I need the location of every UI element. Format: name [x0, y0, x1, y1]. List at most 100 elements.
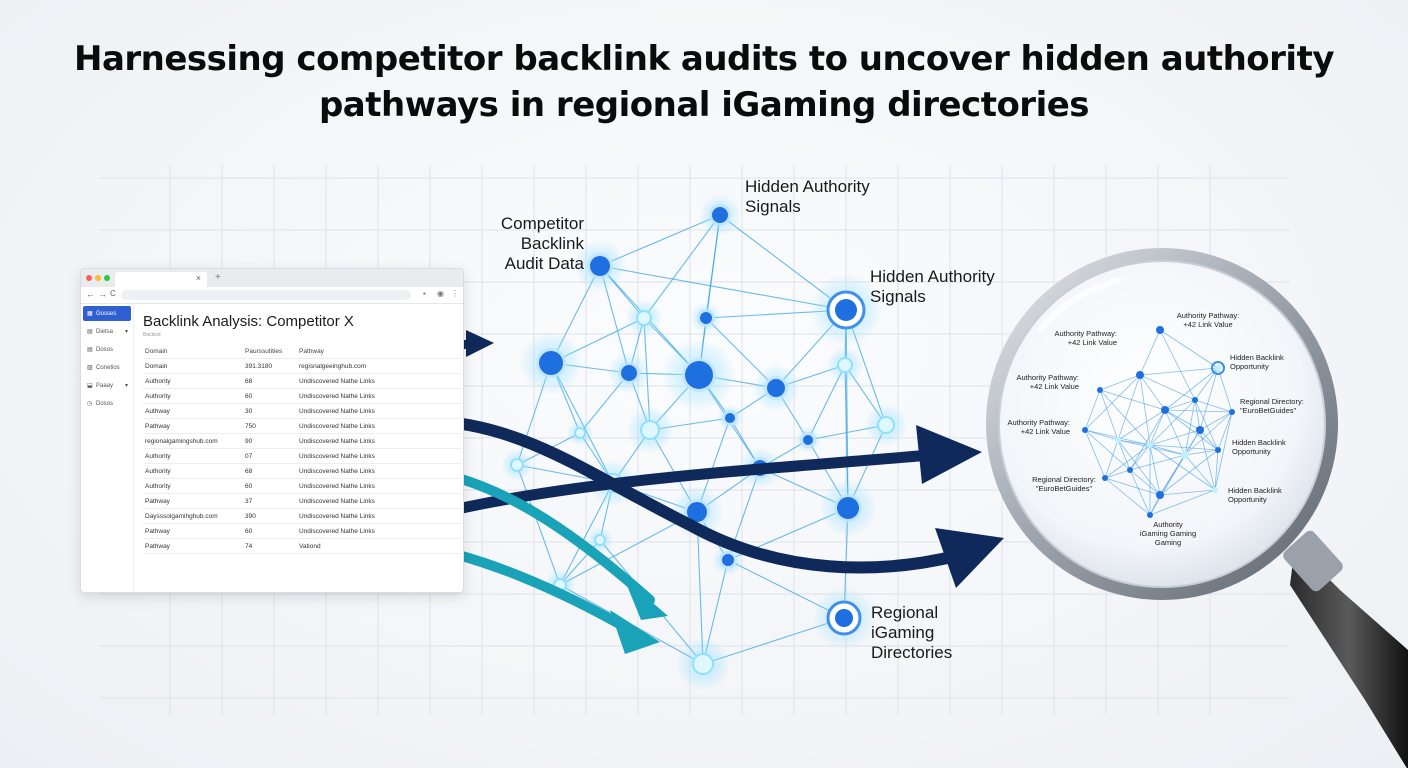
- table-cell: Undiscovered Nathe Links: [297, 463, 461, 479]
- arrow-head: [935, 528, 1004, 588]
- table-cell: Authway: [143, 403, 243, 419]
- sidebar-item[interactable]: ▨Conetios: [83, 360, 131, 375]
- chevron-down-icon[interactable]: ▾: [124, 383, 128, 389]
- menu-kebab-icon[interactable]: ⋮: [451, 289, 459, 298]
- lens-label: "EuroBetGuides": [1036, 484, 1093, 493]
- page-title: Harnessing competitor backlink audits to…: [0, 36, 1408, 128]
- lens-edge: [1104, 477, 1161, 496]
- sidebar-item-icon: ◷: [87, 401, 93, 407]
- lens-node: [1181, 451, 1189, 459]
- sidebar-item[interactable]: ▦Gosses: [83, 306, 131, 321]
- network-node: [700, 312, 712, 324]
- lens-label: Authority Pathway:: [1054, 329, 1117, 338]
- table-cell: Undiscovered Nathe Links: [297, 523, 461, 539]
- lens-edge: [1217, 411, 1233, 451]
- lens-label: Authority Pathway:: [1016, 373, 1079, 382]
- maximize-window-icon[interactable]: [104, 275, 110, 281]
- forward-arrow-icon[interactable]: →: [98, 289, 107, 299]
- lens-node: [1147, 512, 1153, 518]
- app-sidebar: ▦Gosses▤Dietsa▾▤Dosos▨Conetios⬓Paaay▾◷Do…: [81, 303, 134, 592]
- address-bar[interactable]: [121, 290, 411, 300]
- lens-edge: [1149, 444, 1186, 456]
- table-cell: Domain: [143, 358, 243, 374]
- lens-node: [1192, 397, 1198, 403]
- network-node: [539, 351, 563, 375]
- lens-edge: [1184, 454, 1216, 491]
- lens-edge: [1149, 489, 1216, 516]
- camera-icon[interactable]: ▪: [423, 289, 426, 298]
- back-arrow-icon[interactable]: ←: [86, 289, 95, 299]
- new-tab-icon[interactable]: +: [215, 272, 221, 283]
- table-cell: Undiscovered Nathe Links: [297, 493, 461, 509]
- lens-label: Authority Pathway:: [1007, 418, 1070, 427]
- table-cell: Authority: [143, 388, 243, 404]
- network-node: [835, 299, 857, 321]
- browser-tab[interactable]: ×: [115, 272, 207, 287]
- flow-arrow: [406, 449, 936, 526]
- lens-edge: [1164, 409, 1201, 431]
- network-node: [803, 435, 813, 445]
- lens-node-ring: [1211, 361, 1225, 375]
- reload-icon[interactable]: C: [110, 289, 116, 298]
- lens-edge: [1129, 454, 1186, 471]
- close-window-icon[interactable]: [86, 275, 92, 281]
- lens-label: +42 Link Value: [1021, 427, 1070, 436]
- lens-edge: [1117, 439, 1131, 471]
- lens-edge: [1159, 329, 1219, 369]
- minimize-window-icon[interactable]: [95, 275, 101, 281]
- network-node: [621, 365, 637, 381]
- extension-icon[interactable]: ◉: [437, 289, 444, 298]
- lens-node: [1115, 437, 1121, 443]
- sidebar-item[interactable]: ⬓Paaay▾: [83, 378, 131, 393]
- table-cell: 74: [243, 538, 297, 554]
- sidebar-item[interactable]: ▤Dosos: [83, 342, 131, 357]
- sidebar-item-label: Paaay: [96, 382, 114, 389]
- table-cell: 750: [243, 418, 297, 434]
- lens-node: [1156, 326, 1164, 334]
- lens-node: [1196, 426, 1204, 434]
- lens-label: +42 Link Value: [1068, 338, 1117, 347]
- lens-edge: [1084, 429, 1106, 479]
- sidebar-item-label: Gosses: [96, 310, 117, 317]
- lens-label: Opportunity: [1230, 362, 1269, 371]
- lens-edge: [1099, 389, 1119, 441]
- network-node: [837, 497, 859, 519]
- column-header: Domain: [143, 344, 243, 359]
- lens-edge: [1214, 411, 1233, 491]
- lens-edge: [1194, 399, 1233, 413]
- lens-edge: [1084, 374, 1141, 431]
- tab-close-icon[interactable]: ×: [195, 273, 201, 283]
- lens-label: Regional Directory:: [1240, 397, 1304, 406]
- lens-node: [1215, 447, 1221, 453]
- lens-node: [1102, 475, 1108, 481]
- lens-edge: [1104, 477, 1151, 516]
- sidebar-item[interactable]: ▤Dietsa▾: [83, 324, 131, 339]
- network-node: [837, 357, 853, 373]
- table-cell: 68: [243, 373, 297, 389]
- table-cell: Undiscovered Nathe Links: [297, 478, 461, 494]
- magnifier-collar: [1283, 530, 1343, 592]
- chevron-down-icon[interactable]: ▾: [124, 329, 128, 335]
- browser-tab-bar: × +: [81, 269, 463, 287]
- sidebar-item[interactable]: ◷Dosos: [83, 396, 131, 411]
- table-cell: 30: [243, 403, 297, 419]
- sidebar-item-icon: ▦: [87, 311, 93, 317]
- lens-label: Gaming: [1155, 538, 1181, 547]
- lens-label: Regional Directory:: [1032, 475, 1096, 484]
- network-node: [692, 653, 714, 675]
- sidebar-item-icon: ▤: [87, 329, 93, 335]
